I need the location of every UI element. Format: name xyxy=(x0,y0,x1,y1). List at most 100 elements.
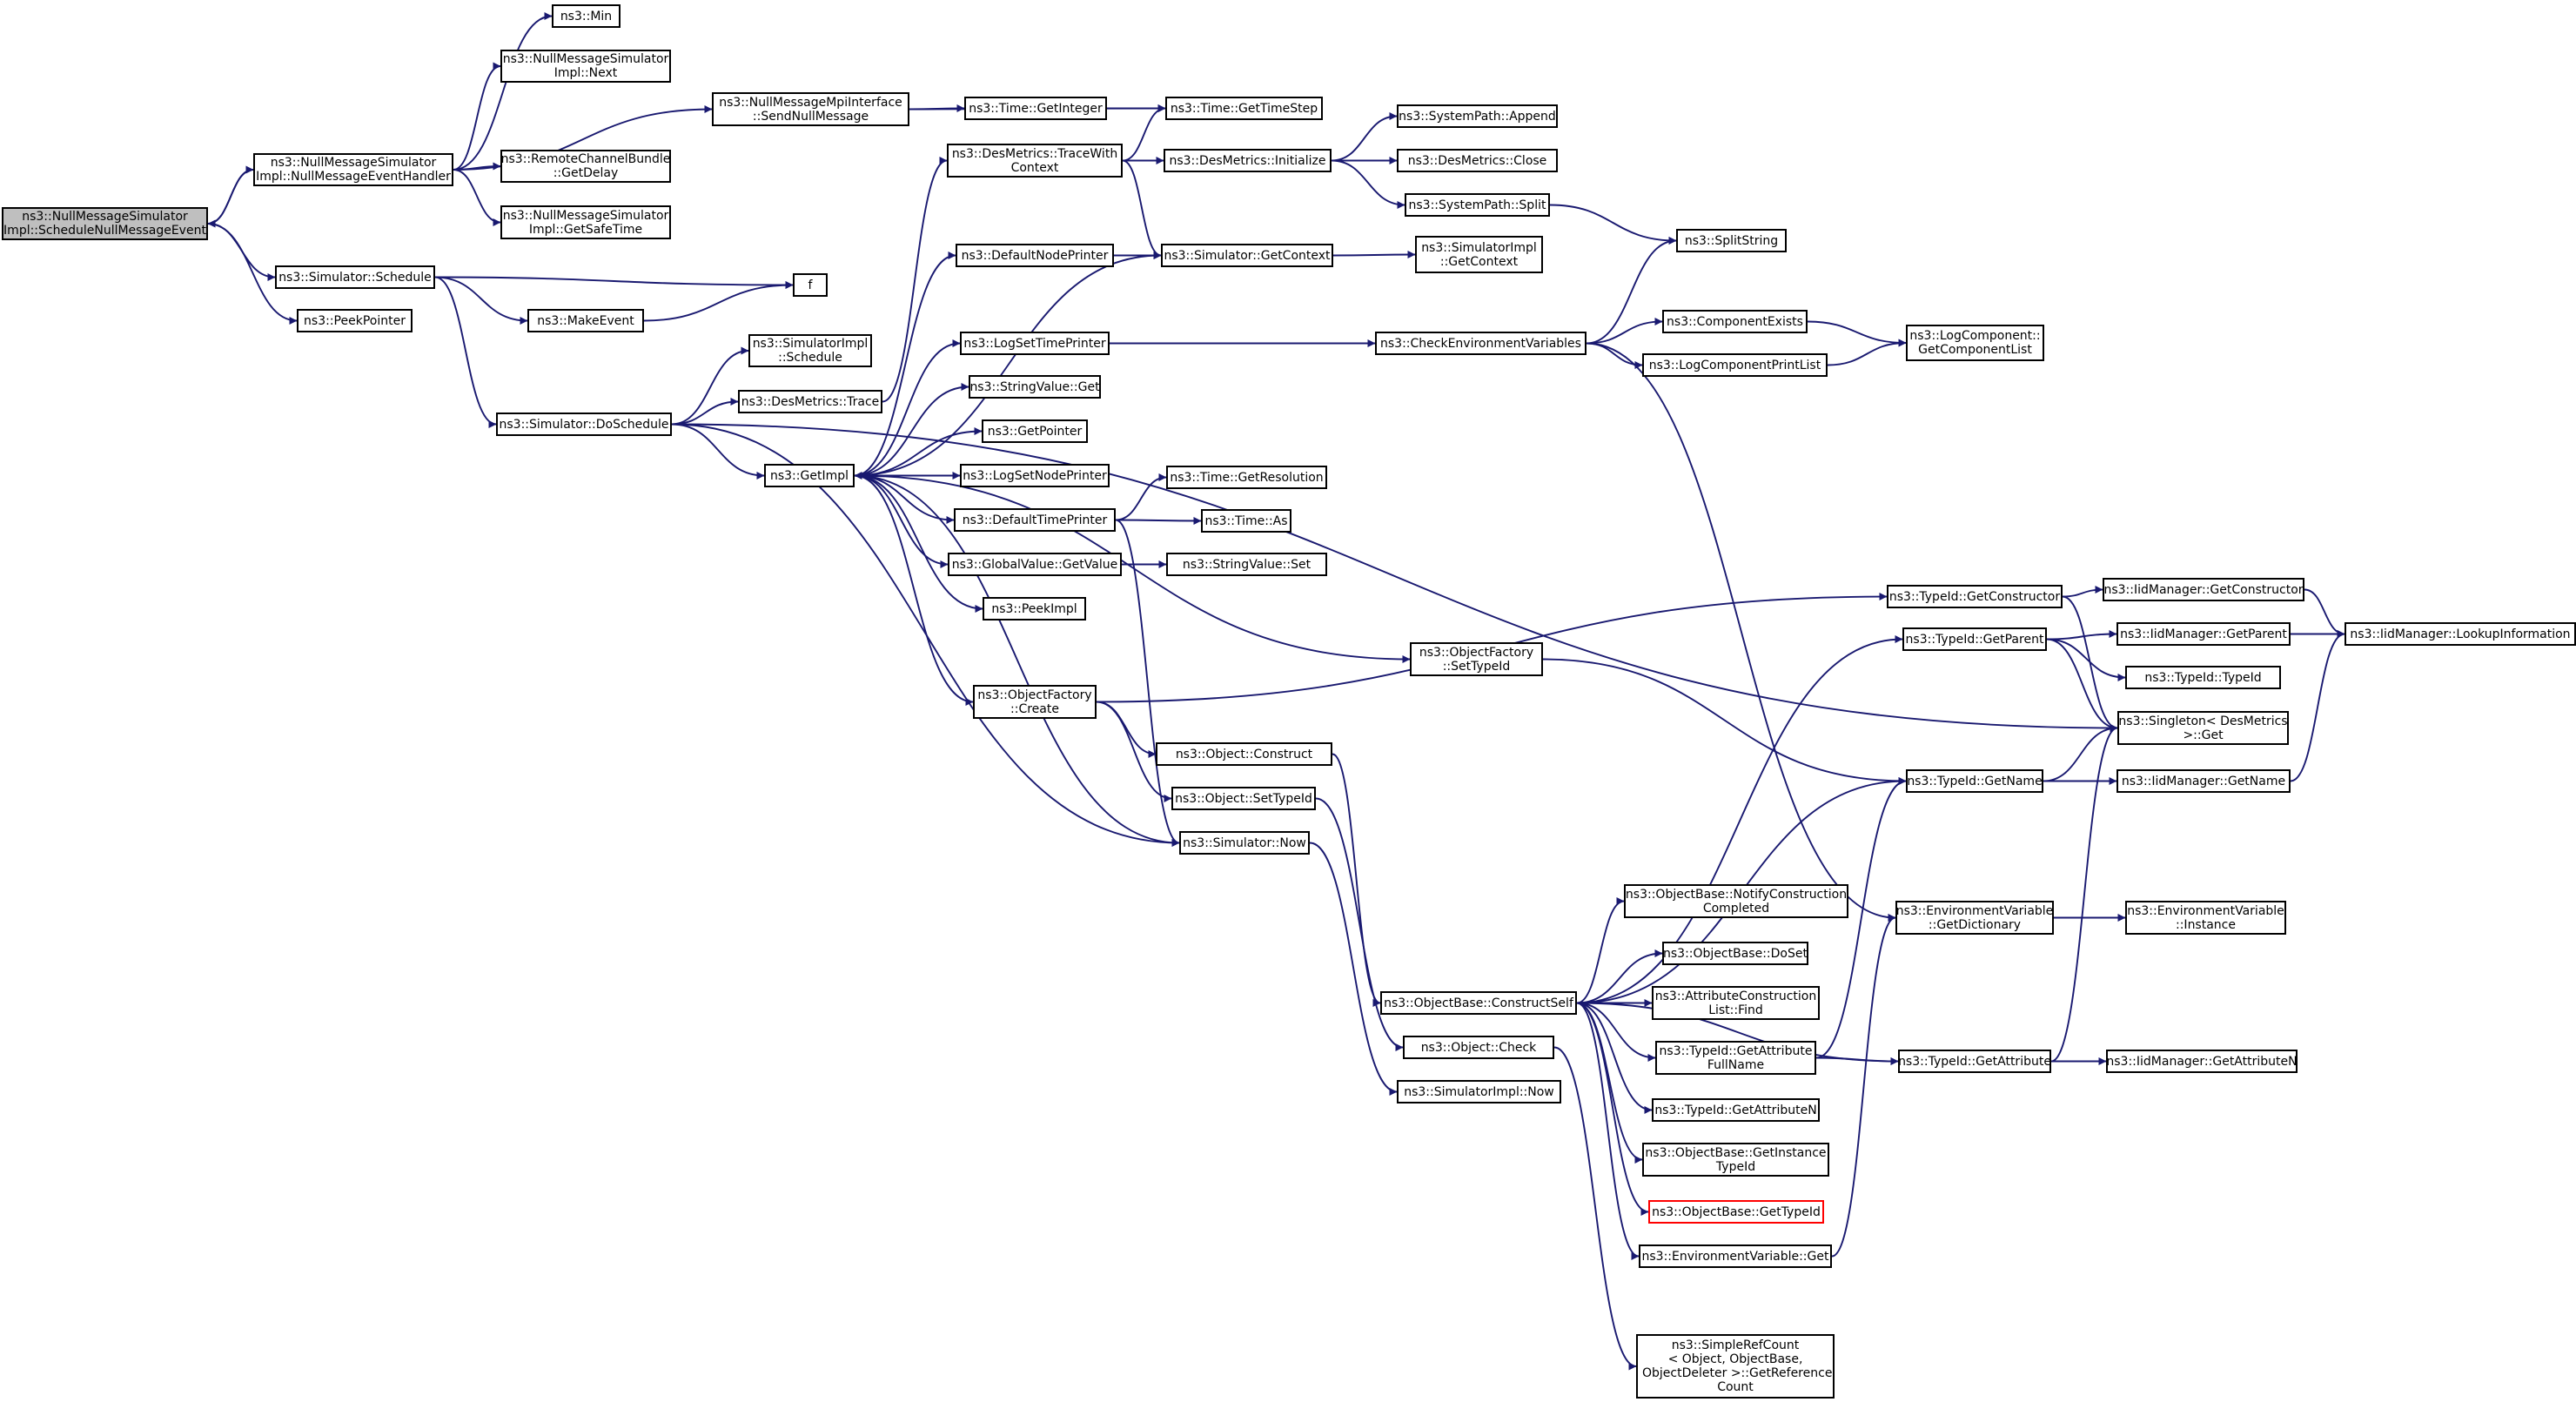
node-ofcreate[interactable]: ns3::ObjectFactory ::Create xyxy=(973,685,1097,719)
node-dminit[interactable]: ns3::DesMetrics::Initialize xyxy=(1164,149,1332,172)
edge-checkenv-to-splitstr xyxy=(1586,237,1677,345)
node-logcomplist[interactable]: ns3::LogComponent:: GetComponentList xyxy=(1906,325,2044,361)
node-deftp[interactable]: ns3::DefaultTimePrinter xyxy=(954,508,1116,532)
node-strvalget[interactable]: ns3::StringValue::Get xyxy=(969,375,1101,399)
edge-dosched-to-singleton xyxy=(671,423,2118,732)
node-logsetnp[interactable]: ns3::LogSetNodePrinter xyxy=(960,464,1110,487)
edge-spsplit-to-splitstr xyxy=(1549,204,1677,245)
edge-envget-to-envgetdict xyxy=(1831,914,1896,1258)
edge-sched-to-dosched xyxy=(434,276,497,428)
node-simimplgetctx[interactable]: ns3::SimulatorImpl ::GetContext xyxy=(1415,236,1543,273)
node-checkenv[interactable]: ns3::CheckEnvironmentVariables xyxy=(1375,332,1587,355)
node-sched[interactable]: ns3::Simulator::Schedule xyxy=(275,265,435,289)
node-dmtrace[interactable]: ns3::DesMetrics::Trace xyxy=(738,390,882,413)
node-getres[interactable]: ns3::Time::GetResolution xyxy=(1166,466,1327,489)
node-min[interactable]: ns3::Min xyxy=(552,4,621,28)
node-objconstruct[interactable]: ns3::Object::Construct xyxy=(1156,742,1332,766)
node-f[interactable]: f xyxy=(793,273,828,297)
node-logcompprint[interactable]: ns3::LogComponentPrintList xyxy=(1642,353,1828,377)
edge-nmeh-to-min xyxy=(453,12,553,171)
node-spappend[interactable]: ns3::SystemPath::Append xyxy=(1397,104,1558,128)
node-defnodep[interactable]: ns3::DefaultNodePrinter xyxy=(956,244,1114,267)
edge-simnow-to-simimplnow xyxy=(1309,842,1398,1096)
node-getpointer[interactable]: ns3::GetPointer xyxy=(982,419,1088,443)
edge-deftp-to-simnow xyxy=(1115,519,1180,847)
node-peekimpl[interactable]: ns3::PeekImpl xyxy=(983,597,1086,621)
node-tidgetattrn[interactable]: ns3::TypeId::GetAttributeN xyxy=(1652,1098,1820,1122)
node-tidgetctor[interactable]: ns3::TypeId::GetConstructor xyxy=(1887,585,2063,608)
edge-nmeh-to-getsafe xyxy=(453,169,501,226)
edge-tidgetattrfull-to-tidgetname xyxy=(1815,777,1907,1059)
node-root: ns3::NullMessageSimulator Impl::Schedule… xyxy=(2,207,208,240)
node-singleton[interactable]: ns3::Singleton< DesMetrics >::Get xyxy=(2117,711,2289,745)
node-strvalset[interactable]: ns3::StringValue::Set xyxy=(1166,553,1327,576)
node-dmtwc[interactable]: ns3::DesMetrics::TraceWith Context xyxy=(947,144,1123,178)
node-makeev[interactable]: ns3::MakeEvent xyxy=(527,309,644,332)
node-getimpl[interactable]: ns3::GetImpl xyxy=(764,464,855,487)
edge-tidgetattr-to-singleton xyxy=(2050,724,2118,1063)
node-peekp[interactable]: ns3::PeekPointer xyxy=(297,309,413,332)
node-logsettp[interactable]: ns3::LogSetTimePrinter xyxy=(960,332,1110,355)
edge-objsettid-to-objcheck xyxy=(1315,797,1404,1051)
node-gvgetval[interactable]: ns3::GlobalValue::GetValue xyxy=(948,553,1122,576)
node-nmeh[interactable]: ns3::NullMessageSimulator Impl::NullMess… xyxy=(253,153,453,186)
edge-objcheck-to-srcgetref xyxy=(1553,1046,1637,1371)
edge-tidgetparent-to-tidtid xyxy=(2046,638,2126,681)
node-iidgetattrn[interactable]: ns3::IidManager::GetAttributeN xyxy=(2106,1050,2298,1073)
node-compexists[interactable]: ns3::ComponentExists xyxy=(1662,310,1808,333)
edge-getimpl-to-logsettp xyxy=(854,339,961,477)
edge-obconstructself-to-tidgetattrn xyxy=(1576,1002,1653,1114)
edge-getimpl-to-peekimpl xyxy=(854,474,983,613)
edge-nmeh-to-getdelay xyxy=(453,162,501,171)
node-getint[interactable]: ns3::Time::GetInteger xyxy=(964,97,1107,120)
node-getsafe[interactable]: ns3::NullMessageSimulator Impl::GetSafeT… xyxy=(500,205,671,239)
node-tidtid[interactable]: ns3::TypeId::TypeId xyxy=(2125,666,2281,689)
node-timeas[interactable]: ns3::Time::As xyxy=(1201,509,1291,533)
node-srcgetref[interactable]: ns3::SimpleRefCount < Object, ObjectBase… xyxy=(1636,1334,1835,1399)
node-envgetdict[interactable]: ns3::EnvironmentVariable ::GetDictionary xyxy=(1895,901,2054,935)
node-sendnm[interactable]: ns3::NullMessageMpiInterface ::SendNullM… xyxy=(712,92,909,126)
node-obgetinst[interactable]: ns3::ObjectBase::GetInstance TypeId xyxy=(1642,1143,1829,1177)
node-splitstr[interactable]: ns3::SplitString xyxy=(1676,229,1787,252)
edge-getimpl-to-ofcreate xyxy=(854,474,974,706)
edge-iidgetctor-to-iidlookup xyxy=(2304,588,2345,638)
edge-compexists-to-logcomplist xyxy=(1807,320,1907,347)
node-tidgetparent[interactable]: ns3::TypeId::GetParent xyxy=(1902,627,2047,651)
node-tidgetattrfull[interactable]: ns3::TypeId::GetAttribute FullName xyxy=(1655,1041,1816,1075)
node-envget[interactable]: ns3::EnvironmentVariable::Get xyxy=(1639,1244,1832,1268)
node-iidlookup[interactable]: ns3::IidManager::LookupInformation xyxy=(2345,622,2576,646)
node-getdelay[interactable]: ns3::RemoteChannelBundle ::GetDelay xyxy=(500,150,671,183)
edge-tidgetparent-to-singleton xyxy=(2046,638,2118,732)
node-dmclose[interactable]: ns3::DesMetrics::Close xyxy=(1397,149,1558,172)
edge-root-to-peekp xyxy=(207,223,298,325)
node-spsplit[interactable]: ns3::SystemPath::Split xyxy=(1405,193,1550,217)
node-gettimestep[interactable]: ns3::Time::GetTimeStep xyxy=(1165,97,1323,120)
node-iidgetctor[interactable]: ns3::IidManager::GetConstructor xyxy=(2103,578,2304,601)
node-obdoset[interactable]: ns3::ObjectBase::DoSet xyxy=(1662,942,1808,965)
node-objcheck[interactable]: ns3::Object::Check xyxy=(1403,1036,1554,1059)
node-next[interactable]: ns3::NullMessageSimulator Impl::Next xyxy=(500,50,671,83)
edge-tidgetname-to-singleton xyxy=(2043,724,2118,782)
edge-dosched-to-getimpl xyxy=(671,423,765,480)
node-simnow[interactable]: ns3::Simulator::Now xyxy=(1179,831,1310,855)
edge-objconstruct-to-obconstructself xyxy=(1332,753,1381,1007)
node-obnotify[interactable]: ns3::ObjectBase::NotifyConstruction Comp… xyxy=(1624,884,1848,918)
node-tidgetname[interactable]: ns3::TypeId::GetName xyxy=(1906,769,2043,793)
node-iidgetparent[interactable]: ns3::IidManager::GetParent xyxy=(2116,622,2291,646)
edge-checkenv-to-logcompprint xyxy=(1586,342,1643,369)
node-dosched[interactable]: ns3::Simulator::DoSchedule xyxy=(496,413,672,436)
node-objsettid[interactable]: ns3::Object::SetTypeId xyxy=(1171,787,1316,810)
node-envinst[interactable]: ns3::EnvironmentVariable ::Instance xyxy=(2125,901,2286,935)
node-obgettid[interactable]: ns3::ObjectBase::GetTypeId xyxy=(1648,1200,1824,1224)
node-ofsettid[interactable]: ns3::ObjectFactory ::SetTypeId xyxy=(1410,642,1543,676)
node-obconstructself[interactable]: ns3::ObjectBase::ConstructSelf xyxy=(1380,991,1577,1015)
edge-obconstructself-to-tidgetattrfull xyxy=(1576,1002,1656,1062)
node-acfind[interactable]: ns3::AttributeConstruction List::Find xyxy=(1652,986,1820,1020)
node-tidgetattr[interactable]: ns3::TypeId::GetAttribute xyxy=(1898,1050,2051,1073)
node-simgetctx[interactable]: ns3::Simulator::GetContext xyxy=(1161,244,1333,267)
node-simimplnow[interactable]: ns3::SimulatorImpl::Now xyxy=(1397,1080,1561,1103)
node-iidgetname[interactable]: ns3::IidManager::GetName xyxy=(2116,769,2291,793)
edge-getimpl-to-simgetctx xyxy=(854,252,1162,477)
node-simimplsched[interactable]: ns3::SimulatorImpl ::Schedule xyxy=(748,334,872,367)
